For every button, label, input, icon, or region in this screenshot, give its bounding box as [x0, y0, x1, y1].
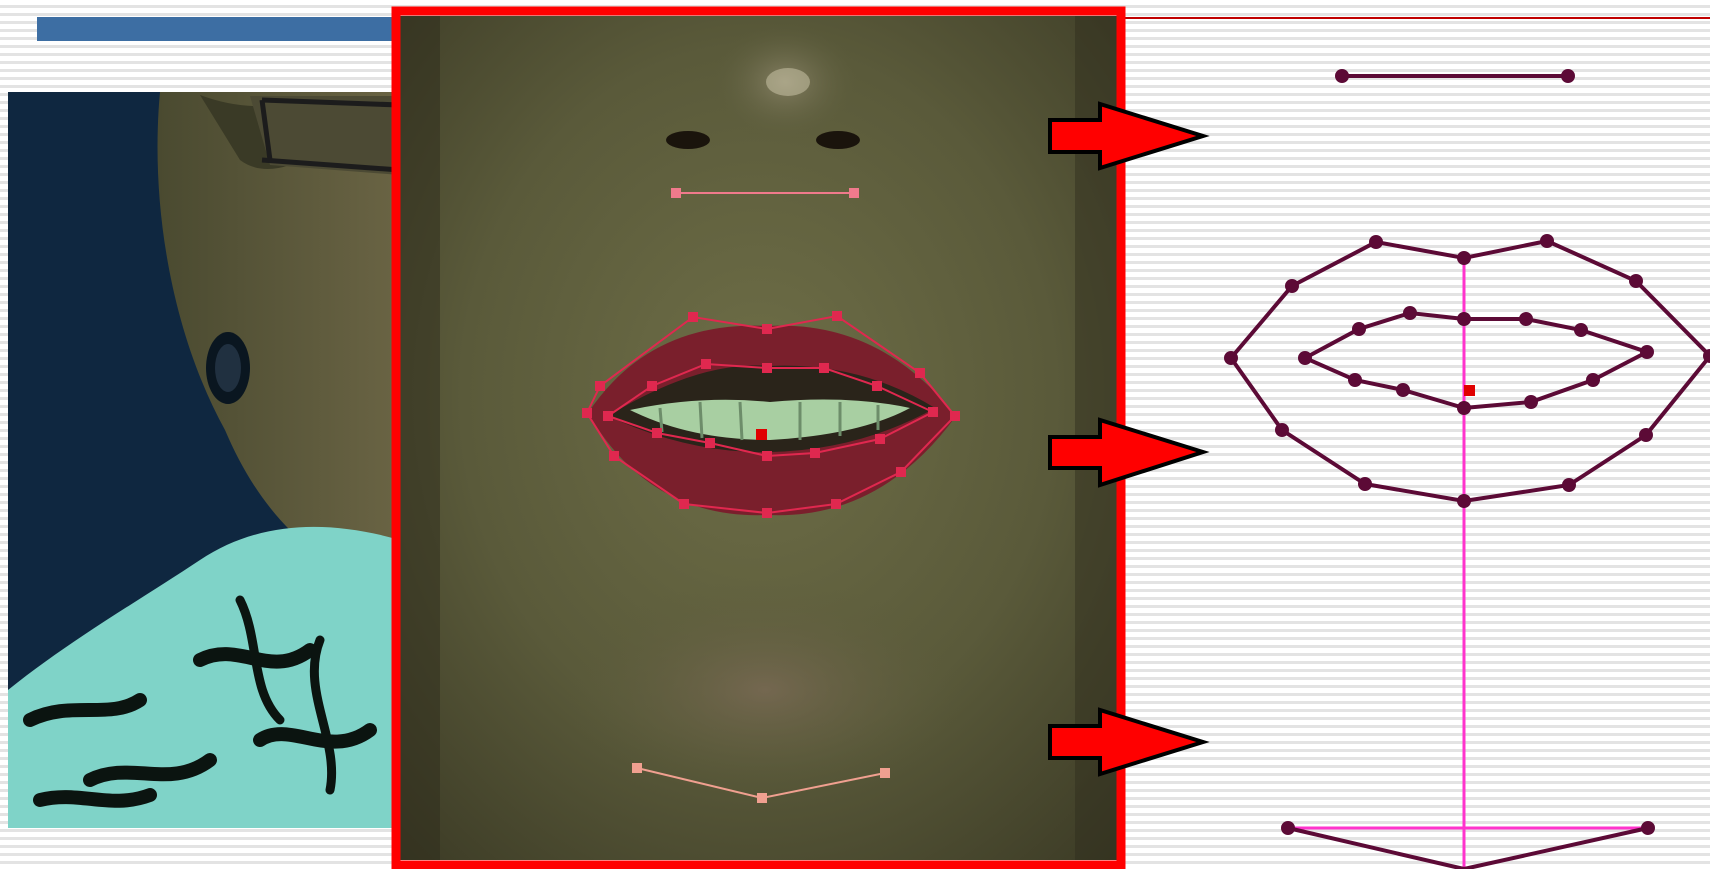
model-node	[1540, 234, 1554, 248]
landmark-point	[603, 411, 613, 421]
model-node	[1224, 351, 1238, 365]
title-bar	[37, 17, 400, 41]
model-node	[1298, 351, 1312, 365]
landmark-point	[757, 793, 767, 803]
landmark-point	[652, 428, 662, 438]
model-node	[1457, 401, 1471, 415]
landmark-point	[849, 188, 859, 198]
model-node	[1574, 323, 1588, 337]
model-node	[1457, 494, 1471, 508]
landmark-point	[810, 448, 820, 458]
landmark-point	[762, 324, 772, 334]
model-node	[1457, 251, 1471, 265]
model-node	[1275, 423, 1289, 437]
mouth-model-diagram	[1224, 69, 1710, 869]
model-node	[1403, 306, 1417, 320]
model-node	[1641, 821, 1655, 835]
landmark-point	[831, 499, 841, 509]
landmark-point	[582, 408, 592, 418]
face-photo-image	[8, 92, 400, 828]
landmark-point	[762, 363, 772, 373]
landmark-point	[928, 407, 938, 417]
model-node	[1348, 373, 1362, 387]
landmark-point	[872, 381, 882, 391]
landmark-point	[915, 368, 925, 378]
landmark-point	[679, 499, 689, 509]
landmark-point	[595, 381, 605, 391]
model-node	[1335, 69, 1349, 83]
model-node	[1586, 373, 1600, 387]
landmark-point	[688, 312, 698, 322]
landmark-point	[647, 381, 657, 391]
model-node	[1396, 383, 1410, 397]
model-node	[1519, 312, 1533, 326]
model-node	[1352, 322, 1366, 336]
model-nodes	[1224, 69, 1710, 835]
model-node	[1281, 821, 1295, 835]
landmark-point	[896, 467, 906, 477]
landmark-point	[671, 188, 681, 198]
landmark-point	[950, 411, 960, 421]
landmark-point	[875, 434, 885, 444]
landmark-point	[762, 451, 772, 461]
model-node	[1524, 395, 1538, 409]
model-node	[1358, 477, 1372, 491]
model-node	[1561, 69, 1575, 83]
chin-model	[1288, 828, 1648, 869]
model-node	[1285, 279, 1299, 293]
model-center-marker	[1464, 385, 1475, 396]
mouth-center-marker	[756, 429, 767, 440]
landmark-point	[832, 311, 842, 321]
model-node	[1639, 428, 1653, 442]
model-node	[1457, 312, 1471, 326]
landmark-point	[632, 763, 642, 773]
landmark-point	[880, 768, 890, 778]
landmark-point	[762, 508, 772, 518]
landmark-point	[819, 363, 829, 373]
landmark-point	[701, 359, 711, 369]
landmark-point	[705, 438, 715, 448]
model-node	[1629, 274, 1643, 288]
model-lines	[1231, 76, 1710, 869]
model-node	[1369, 235, 1383, 249]
model-node	[1640, 345, 1654, 359]
landmark-point	[609, 451, 619, 461]
model-node	[1562, 478, 1576, 492]
